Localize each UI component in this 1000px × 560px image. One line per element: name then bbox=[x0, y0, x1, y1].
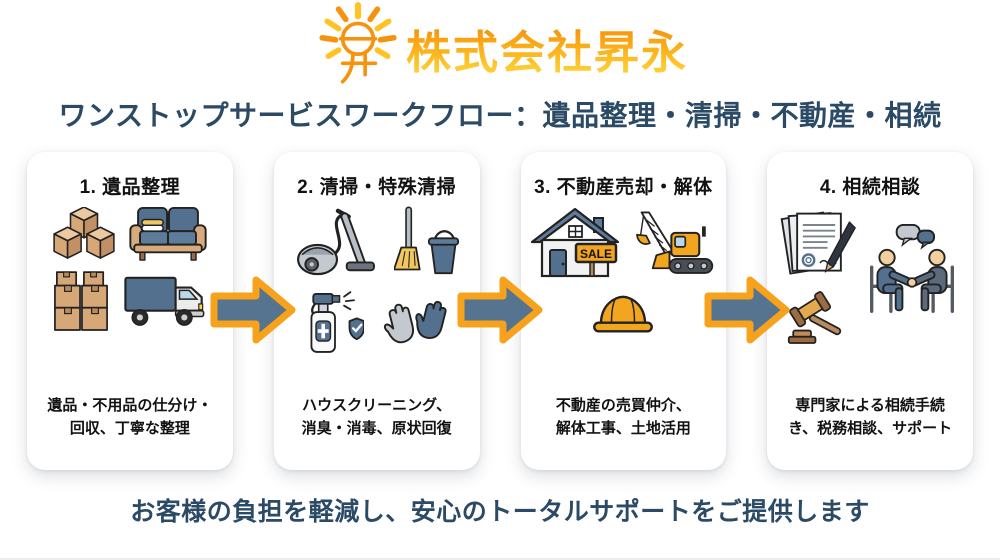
step-description: 専門家による相続手続き、税務相談、サポート bbox=[788, 396, 953, 437]
footer-message: お客様の負担を軽減し、安心のトータルサポートをご提供します bbox=[130, 498, 870, 526]
workflow-subtitle: ワンストップサービスワークフロー：遺品整理・清掃・不動産・相続 bbox=[58, 100, 942, 131]
cardboard-boxes-icon bbox=[53, 207, 115, 259]
step-card-4: 4. 相続相談 bbox=[767, 152, 973, 470]
step-card-2: 2. 清掃・特殊清掃 bbox=[273, 152, 480, 470]
company-name: 株式会社昇永 bbox=[406, 16, 688, 81]
sale-sign-label: SALE bbox=[580, 247, 612, 261]
step-card-3: 3. 不動産売却・解体 SALE bbox=[520, 152, 727, 470]
step-title: 4. 相続相談 bbox=[819, 177, 921, 198]
flow-arrow-icon bbox=[209, 272, 297, 348]
step-card-1: 1. 遺品整理 bbox=[27, 152, 233, 470]
step-description: 遺品・不用品の仕分け・回収、丁寧な整理 bbox=[47, 396, 213, 437]
box-stack-icon bbox=[53, 271, 108, 331]
hard-hat-icon bbox=[593, 295, 654, 333]
flow-arrow-icon bbox=[456, 272, 544, 348]
documents-pen-icon bbox=[780, 211, 856, 275]
step-title: 1. 遺品整理 bbox=[79, 177, 181, 198]
header-logo: 株式会社昇永 bbox=[0, 2, 1000, 94]
spray-disinfect-icon bbox=[310, 291, 364, 353]
excavator-icon bbox=[636, 211, 714, 274]
step-description: ハウスクリーニング、消臭・消毒、原状回復 bbox=[301, 396, 452, 437]
gavel-icon bbox=[788, 291, 842, 344]
sun-shou-logo-icon bbox=[319, 2, 397, 84]
truck-icon bbox=[124, 276, 205, 326]
sofa-icon bbox=[129, 206, 207, 261]
workflow-steps: 1. 遺品整理 bbox=[27, 152, 973, 470]
house-for-sale-icon: SALE bbox=[531, 207, 620, 278]
consultation-meeting-icon bbox=[870, 224, 955, 313]
step-title: 3. 不動産売却・解体 bbox=[534, 177, 713, 198]
gloves-icon bbox=[378, 296, 448, 347]
step-description: 不動産の売買仲介、解体工事、土地活用 bbox=[555, 396, 691, 437]
step-title: 2. 清掃・特殊清掃 bbox=[297, 177, 457, 198]
vacuum-cleaner-icon bbox=[296, 208, 375, 276]
broom-bucket-icon bbox=[393, 206, 459, 275]
flow-arrow-icon bbox=[703, 272, 791, 348]
